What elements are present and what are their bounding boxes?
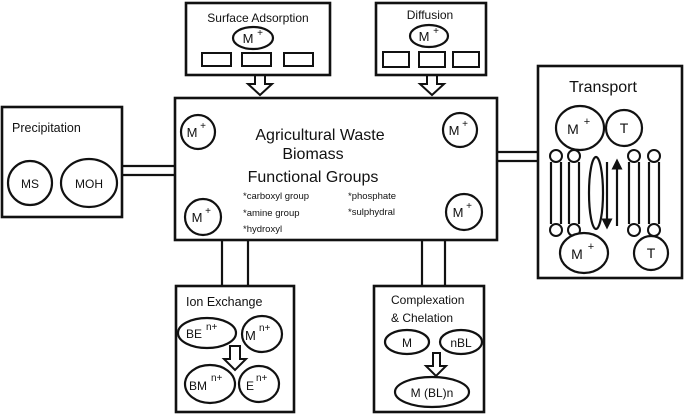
ion-exchange-title: Ion Exchange [186, 295, 262, 309]
svg-text:M: M [187, 125, 198, 140]
svg-text:T: T [620, 120, 629, 136]
surface-adsorption-arrow [245, 74, 275, 97]
transport-box: Transport M + T M + [536, 64, 684, 280]
group-carboxyl: *carboxyl group [243, 191, 309, 202]
svg-text:T: T [647, 245, 656, 261]
group-amine: *amine group [243, 208, 300, 219]
group-phosphate: *phosphate [348, 191, 396, 202]
binding-site [418, 51, 446, 68]
precipitate-ms: MS [21, 177, 39, 191]
svg-text:+: + [584, 116, 590, 128]
svg-text:+: + [200, 121, 206, 132]
svg-text:M: M [192, 210, 203, 225]
surface-adsorption-box: Surface Adsorption M + [184, 1, 332, 77]
svg-text:n+: n+ [256, 373, 268, 384]
svg-text:+: + [466, 201, 472, 212]
surface-adsorption-title: Surface Adsorption [207, 11, 308, 25]
connectors [122, 74, 538, 286]
svg-text:M: M [567, 121, 579, 137]
diffusion-arrow [417, 74, 447, 97]
metal-ion-bottom-right: M + [444, 192, 484, 232]
group-hydroxyl: *hydroxyl [243, 224, 282, 235]
metal-ion-top-right: M + [441, 111, 479, 149]
biomass-box: Agricultural Waste Biomass Functional Gr… [173, 96, 499, 242]
svg-text:n+: n+ [211, 373, 223, 384]
svg-text:+: + [588, 241, 594, 253]
svg-text:n+: n+ [259, 323, 271, 334]
svg-text:E: E [246, 379, 254, 393]
svg-text:+: + [433, 26, 439, 37]
svg-text:M (BL)n: M (BL)n [411, 386, 454, 400]
exchange-arrow [221, 345, 249, 372]
svg-text:M: M [571, 246, 583, 262]
precipitation-box: Precipitation MS MOH [0, 105, 124, 219]
svg-text:BE: BE [186, 327, 202, 341]
svg-text:+: + [462, 119, 468, 130]
complexation-arrow [423, 352, 449, 378]
svg-text:M: M [243, 31, 254, 46]
binding-site [241, 52, 272, 67]
biomass-title-line2: Biomass [282, 146, 343, 163]
biomass-title-line1: Agricultural Waste [255, 127, 384, 144]
binding-site [201, 52, 232, 67]
diffusion-title: Diffusion [407, 8, 453, 22]
svg-text:M: M [419, 29, 430, 44]
complexation-title-line1: Complexation [391, 293, 464, 307]
complexation-title-line2: & Chelation [391, 311, 453, 325]
svg-text:BM: BM [189, 379, 207, 393]
complexation-box: Complexation & Chelation M nBL M (BL)n [372, 284, 486, 414]
diffusion-box: Diffusion M + [374, 1, 488, 77]
metal-ion-top-left: M + [179, 113, 217, 151]
metal-ion-bottom-left: M + [183, 197, 223, 237]
svg-text:M: M [449, 123, 460, 138]
binding-site [382, 51, 410, 68]
svg-text:M: M [245, 328, 256, 343]
ion-exchange-box: Ion Exchange BE n+ M n+ BM n+ E n+ [174, 284, 296, 414]
svg-text:+: + [257, 28, 263, 39]
svg-text:M: M [453, 205, 464, 220]
functional-groups-title: Functional Groups [248, 169, 379, 186]
transport-title: Transport [569, 79, 637, 96]
svg-text:+: + [205, 206, 211, 217]
precipitation-title: Precipitation [12, 121, 81, 135]
svg-text:M: M [402, 336, 412, 350]
svg-text:n+: n+ [206, 322, 218, 333]
binding-site [452, 51, 480, 68]
svg-text:nBL: nBL [450, 336, 472, 350]
membrane [549, 149, 661, 237]
precipitate-moh: MOH [75, 177, 103, 191]
binding-site [283, 52, 314, 67]
group-sulphydral: *sulphydral [348, 207, 395, 218]
